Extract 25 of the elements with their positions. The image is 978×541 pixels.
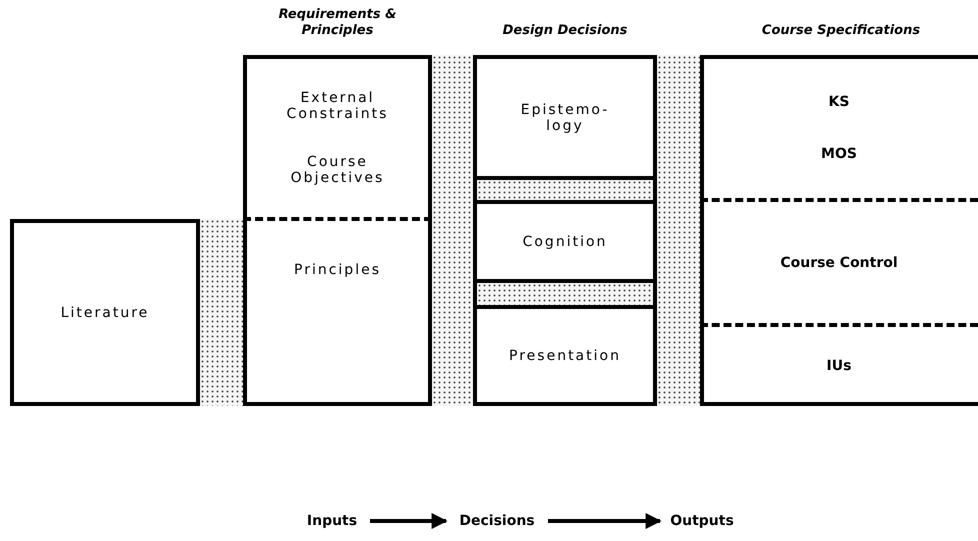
arrow bbox=[548, 513, 662, 529]
flow-label: Outputs bbox=[670, 513, 734, 529]
section-label: KS bbox=[828, 94, 850, 110]
column-heading: Course Specifications bbox=[760, 22, 922, 39]
section-label: MOS bbox=[821, 146, 857, 162]
process-box bbox=[10, 219, 200, 406]
section-label: IUs bbox=[826, 358, 852, 374]
stippled-band bbox=[477, 283, 653, 305]
box-label: Cognition bbox=[522, 234, 608, 250]
column-heading: Design Decisions bbox=[502, 22, 628, 39]
box-label: Literature bbox=[60, 304, 150, 320]
flow-label: Inputs bbox=[306, 513, 358, 529]
stippled-band bbox=[200, 219, 243, 406]
box-label: Epistemo- logy bbox=[520, 102, 610, 134]
section-label: External Constraints bbox=[286, 90, 390, 122]
flow-label: Decisions bbox=[459, 513, 535, 529]
column-heading: Requirements & Principles bbox=[278, 6, 398, 39]
section-label: Course Control bbox=[780, 255, 898, 271]
section-label: Principles bbox=[294, 262, 381, 278]
stippled-band bbox=[432, 55, 473, 406]
stippled-band bbox=[477, 180, 653, 200]
stippled-band bbox=[657, 55, 700, 406]
section-label: Course Objectives bbox=[290, 154, 386, 186]
arrow bbox=[370, 513, 448, 529]
box-label: Presentation bbox=[509, 348, 621, 364]
